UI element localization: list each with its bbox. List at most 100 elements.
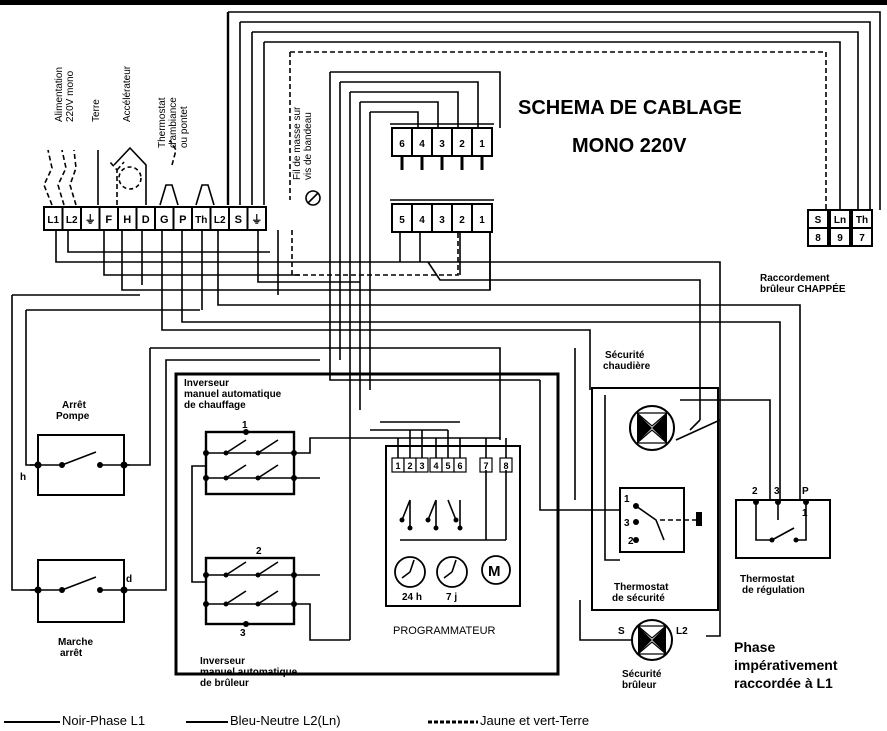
svg-text:chaudière: chaudière — [603, 361, 651, 372]
strip-terminal-label: S — [235, 214, 242, 226]
securite-bruleur: S L2 Sécurité brûleur — [618, 619, 688, 691]
label-alimentation: Alimentation 220V mono — [54, 67, 76, 122]
legend: Noir-Phase L1 Bleu-Neutre L2(Ln) Jaune e… — [4, 713, 589, 728]
prog-terminal-label: 3 — [419, 461, 424, 471]
burner-number-label: 8 — [815, 233, 821, 244]
svg-text:M: M — [488, 563, 501, 580]
connector-pin-leg — [400, 156, 404, 170]
svg-text:vis de bandeau: vis de bandeau — [303, 112, 314, 180]
svg-text:Marche: Marche — [58, 637, 93, 648]
svg-text:1: 1 — [624, 494, 630, 505]
strip-terminal-label: H — [123, 214, 131, 226]
prog-terminal-label: 1 — [395, 461, 400, 471]
svg-text:2: 2 — [752, 486, 758, 497]
prog-terminal-label: 4 — [433, 461, 438, 471]
strip-terminal-label: P — [179, 214, 186, 226]
svg-text:2: 2 — [256, 546, 262, 557]
strip-terminal-label: D — [142, 214, 150, 226]
svg-text:de régulation: de régulation — [742, 585, 805, 596]
burner-terminal-label: Ln — [834, 215, 846, 226]
svg-text:raccordée à L1: raccordée à L1 — [734, 675, 833, 691]
svg-text:d'ambiance: d'ambiance — [168, 97, 179, 148]
svg-text:impérativement: impérativement — [734, 657, 838, 673]
svg-text:de sécurité: de sécurité — [612, 593, 665, 604]
svg-text:de brûleur: de brûleur — [200, 678, 249, 689]
phase-note: Phase impérativement raccordée à L1 — [734, 639, 838, 691]
securite-chaudiere: Sécurité chaudière — [591, 350, 719, 611]
connector-pin-leg — [460, 156, 464, 170]
label-accelerateur: Accélérateur — [122, 65, 133, 122]
svg-text:3: 3 — [240, 628, 246, 639]
strip-terminal-label: G — [160, 214, 169, 226]
prog-terminal-label: 8 — [503, 461, 508, 471]
svg-text:Alimentation: Alimentation — [54, 67, 65, 122]
burner-number-label: 7 — [859, 233, 865, 244]
connector-pin-label: 1 — [479, 139, 485, 150]
connector-pin-label: 4 — [419, 139, 425, 150]
legend-noir: Noir-Phase L1 — [62, 713, 145, 728]
burner-caption-2: brûleur CHAPPÉE — [760, 282, 846, 295]
svg-text:manuel automatique: manuel automatique — [200, 667, 298, 678]
svg-text:1: 1 — [802, 508, 808, 519]
strip-terminal — [246, 206, 267, 231]
svg-text:L2: L2 — [676, 626, 688, 637]
svg-text:P: P — [802, 486, 809, 497]
svg-text:Sécurité: Sécurité — [622, 669, 662, 680]
strip-terminal-label: F — [105, 214, 112, 226]
title-line-1: SCHEMA DE CABLAGE — [518, 97, 742, 119]
connector-pin-label: 2 — [459, 215, 465, 226]
svg-text:Inverseur: Inverseur — [184, 378, 229, 389]
connector-pin-label: 1 — [479, 215, 485, 226]
connector-pin-leg — [420, 156, 424, 170]
svg-text:S: S — [618, 626, 625, 637]
strip-terminal-label: L2 — [66, 215, 78, 226]
connector-pin-label: 3 — [439, 139, 445, 150]
connector-pin-leg — [440, 156, 444, 170]
prog-terminal-label: 7 — [483, 461, 488, 471]
burner-terminal-label: S — [815, 215, 822, 226]
motor-icon — [481, 555, 511, 585]
svg-text:arrêt: arrêt — [60, 648, 83, 659]
svg-text:24 h: 24 h — [402, 592, 422, 603]
prog-terminal-label: 6 — [457, 461, 462, 471]
svg-text:2: 2 — [628, 536, 634, 547]
prog-terminal-label: 5 — [445, 461, 450, 471]
svg-text:Fil de masse sur: Fil de masse sur — [292, 106, 303, 180]
thermostat-regulation: 2 3 P 1 Thermostat de régulation — [735, 486, 831, 596]
label-thermostat-ambiance: Thermostat d'ambiance ou pontet — [157, 97, 190, 148]
svg-text:Thermostat: Thermostat — [614, 582, 669, 593]
connector-pin-label: 6 — [399, 139, 405, 150]
svg-text:Sécurité: Sécurité — [605, 350, 645, 361]
strip-terminal-label: ⏚ — [85, 213, 96, 226]
svg-text:manuel automatique: manuel automatique — [184, 389, 282, 400]
safety-lamp-burner-icon — [631, 619, 673, 661]
burner-terminal-number — [807, 227, 829, 247]
label-terre: Terre — [91, 99, 102, 122]
svg-text:1: 1 — [242, 420, 248, 431]
arret-pompe-switch: Arrêt Pompe h — [20, 400, 130, 496]
svg-text:Phase: Phase — [734, 639, 775, 655]
prog-terminal-label: 2 — [407, 461, 412, 471]
marche-arret-switch: d Marche arrêt — [30, 559, 132, 659]
svg-text:Thermostat: Thermostat — [740, 574, 795, 585]
svg-text:3: 3 — [624, 518, 630, 529]
svg-text:220V mono: 220V mono — [65, 70, 76, 122]
thermostat-securite: 1 3 2 Thermostat de sécurité — [612, 487, 702, 604]
burner-terminal-number — [829, 227, 851, 247]
connector-pin — [471, 203, 493, 233]
safety-lamp-boiler-icon — [629, 405, 675, 451]
title-line-2: MONO 220V — [572, 135, 687, 157]
wiring-harness — [11, 11, 881, 641]
ground-screw-icon — [305, 190, 321, 206]
connector-pin-label: 4 — [419, 215, 425, 226]
supply-leads — [43, 139, 215, 206]
svg-text:Arrêt: Arrêt — [62, 400, 87, 411]
inverseur-chauffage: Inverseur manuel automatique de chauffag… — [184, 378, 500, 583]
connector-pin-label: 3 — [439, 215, 445, 226]
